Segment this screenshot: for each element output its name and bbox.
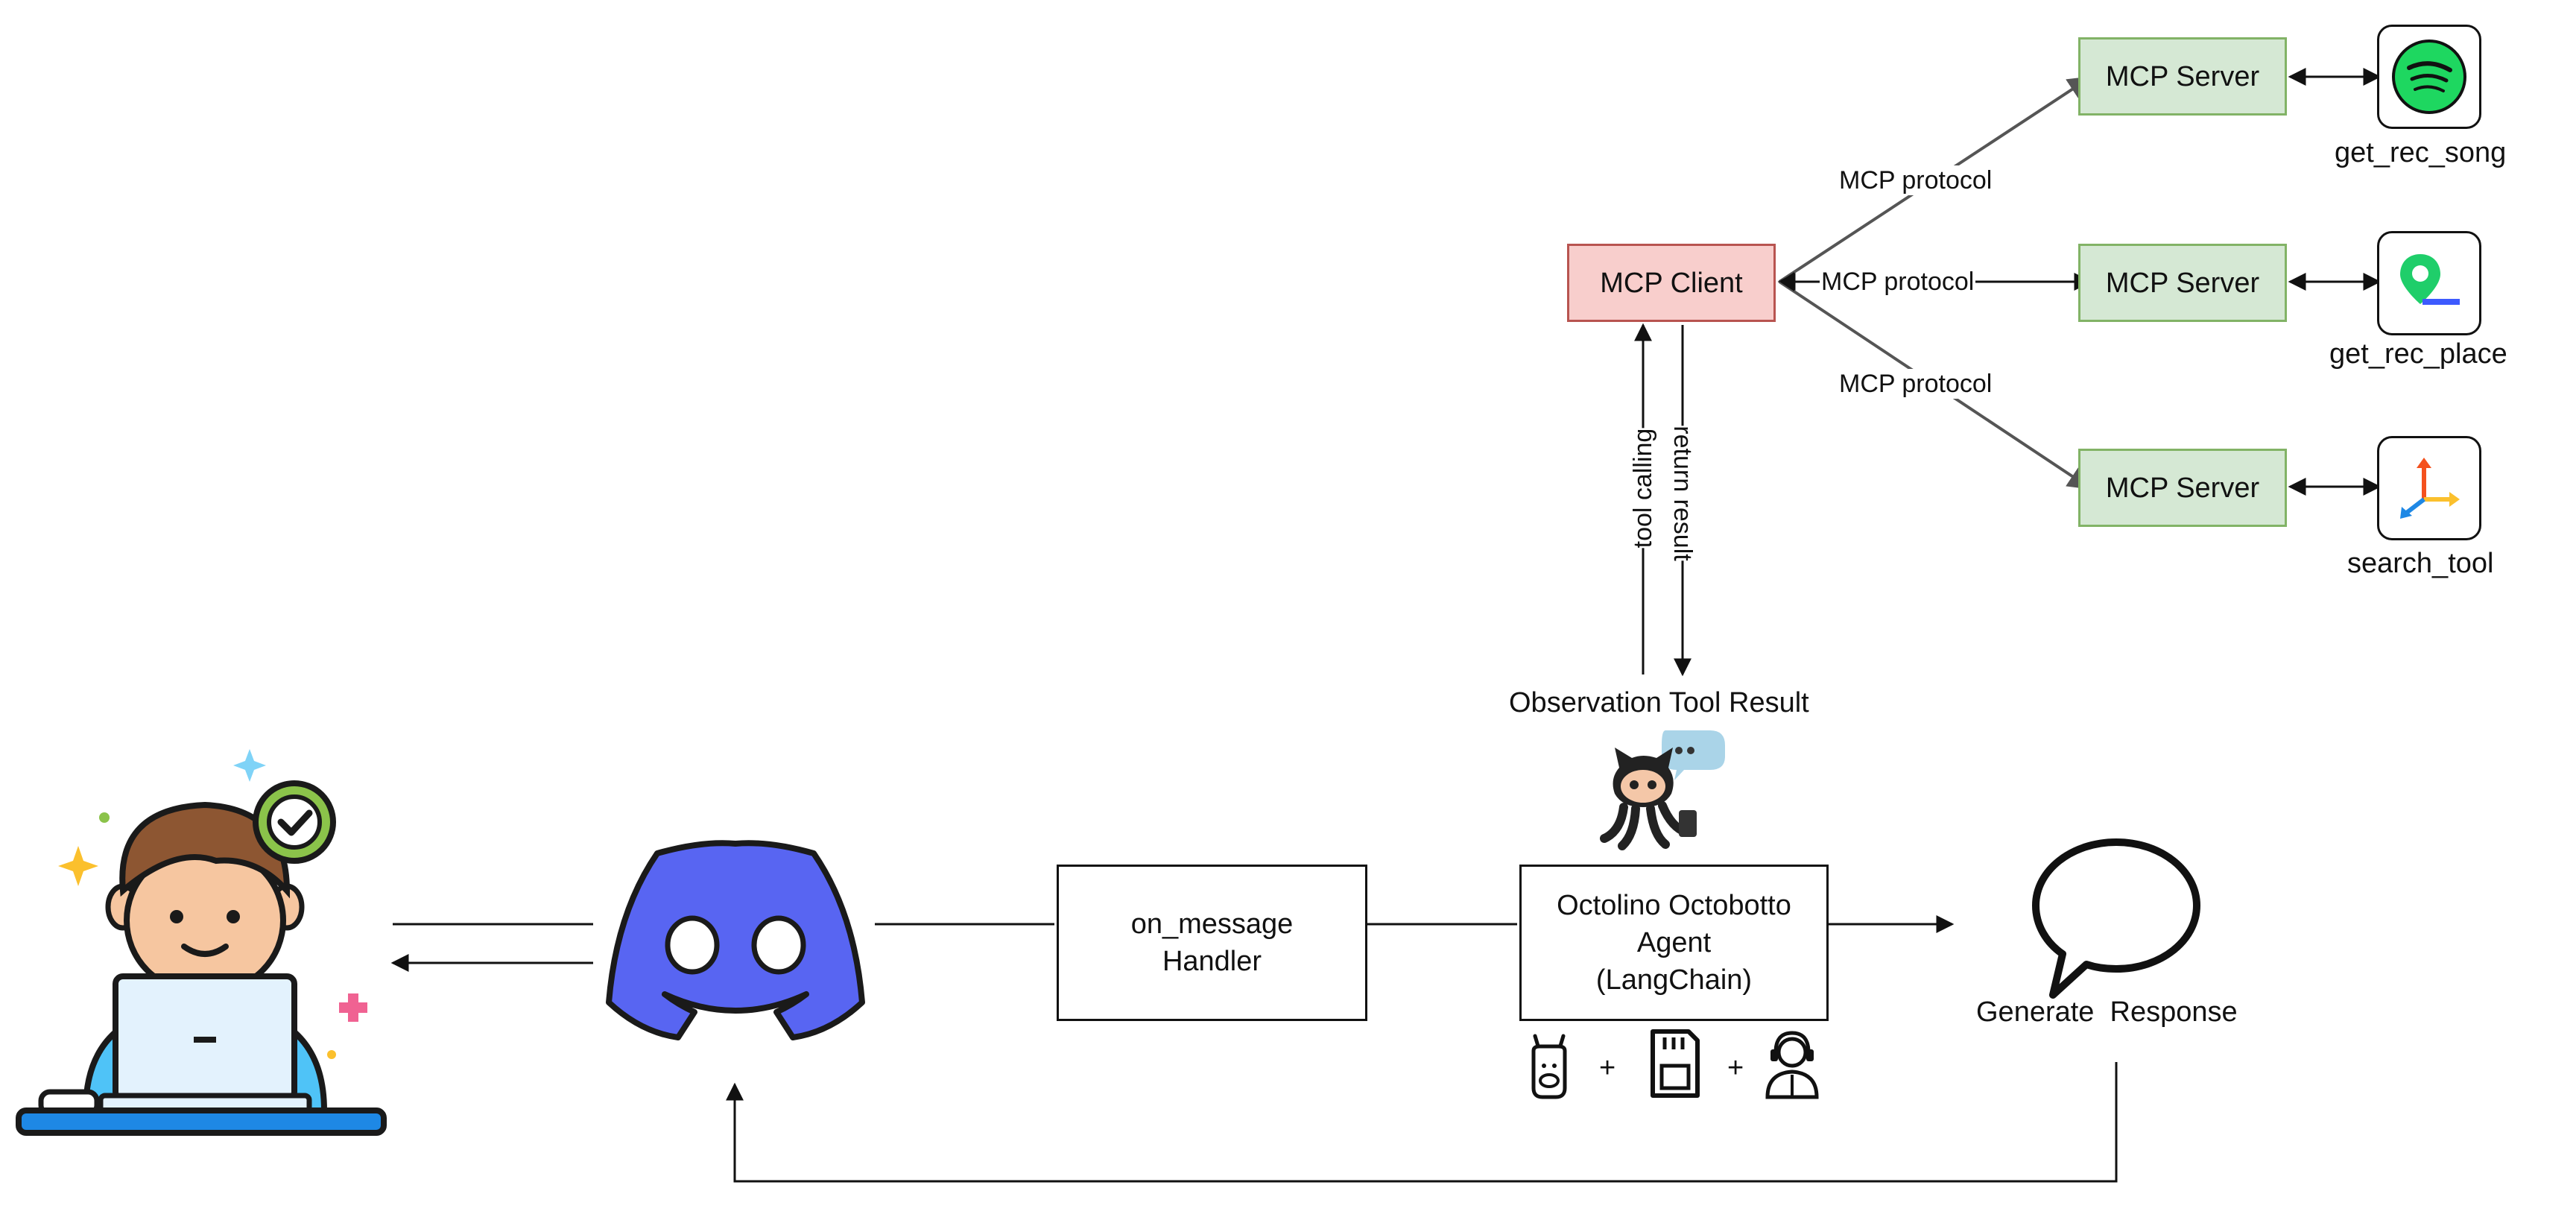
mcp-client-label: MCP Client (1600, 267, 1743, 299)
mcp-server-search-box: MCP Server (2078, 449, 2287, 527)
stack-plus-2: + (1727, 1052, 1744, 1084)
octocat-icon (1600, 730, 1725, 850)
mcp-server-place-box: MCP Server (2078, 244, 2287, 322)
discord-icon (606, 840, 865, 1040)
sd-card-icon (1651, 1029, 1700, 1098)
spotify-icon (2392, 40, 2466, 114)
generate-response-label: Generate Response (1976, 996, 2238, 1028)
handler-line1: on_message (1130, 909, 1294, 940)
handler-line2: Handler (1162, 946, 1262, 977)
mcp-client-box: MCP Client (1567, 244, 1776, 322)
mcp-server-label: MCP Server (2105, 267, 2260, 299)
response-to-discord-arrow (726, 1062, 2118, 1183)
agent-line2: Agent (1636, 927, 1712, 958)
tool-name-song: get_rec_song (2335, 137, 2507, 168)
stack-plus-1: + (1599, 1052, 1616, 1084)
on-message-handler-box: on_message Handler (1057, 865, 1367, 1021)
agent-line3: (LangChain) (1595, 964, 1753, 996)
tool-calling-label: tool calling (1628, 428, 1658, 549)
return-result-label: return result (1668, 426, 1697, 561)
spotify-tool-icon (2377, 25, 2481, 129)
observation-label: Observation Tool Result (1509, 687, 1809, 718)
map-pin-icon (2400, 254, 2460, 305)
tool-name-place: get_rec_place (2329, 338, 2507, 370)
search-tool-icon (2377, 436, 2481, 540)
user-laptop-icon (16, 749, 387, 1136)
mcp-server-label: MCP Server (2105, 60, 2260, 92)
support-agent-icon (1765, 1031, 1819, 1099)
agent-line1: Octolino Octobotto (1557, 890, 1791, 921)
mcp-server-song-box: MCP Server (2078, 37, 2287, 116)
speech-bubble-icon (2032, 838, 2200, 999)
map-tool-icon (2377, 231, 2481, 335)
tool-name-search: search_tool (2347, 548, 2494, 579)
protocol-label-search: MCP protocol (1838, 369, 1994, 399)
llama-icon (1531, 1034, 1567, 1099)
agent-box: Octolino Octobotto Agent (LangChain) (1519, 865, 1829, 1021)
protocol-label-place: MCP protocol (1820, 267, 1976, 297)
mcp-server-label: MCP Server (2105, 472, 2260, 504)
protocol-label-song: MCP protocol (1838, 165, 1994, 195)
axes-tool-icon (2400, 458, 2460, 519)
